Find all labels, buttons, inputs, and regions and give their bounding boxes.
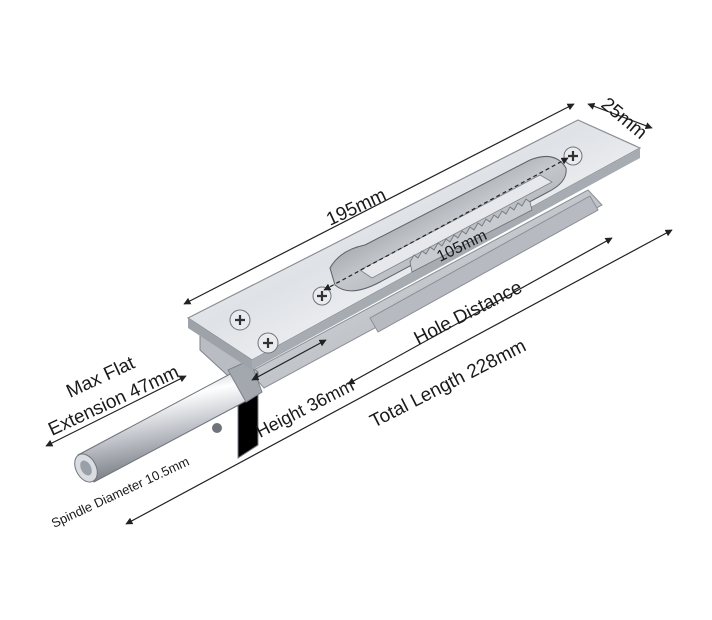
dimension-lines — [45, 102, 673, 525]
dimension-25-line — [587, 102, 653, 130]
screw-icon — [257, 332, 279, 354]
bracket-hole — [212, 423, 222, 433]
screw-icon — [229, 309, 251, 331]
extension-line — [45, 375, 187, 447]
screw-icon — [312, 286, 332, 306]
screw-icon — [563, 146, 583, 166]
dimension-105-line — [323, 157, 569, 291]
total-length-line — [125, 229, 673, 525]
height-line — [251, 339, 327, 381]
